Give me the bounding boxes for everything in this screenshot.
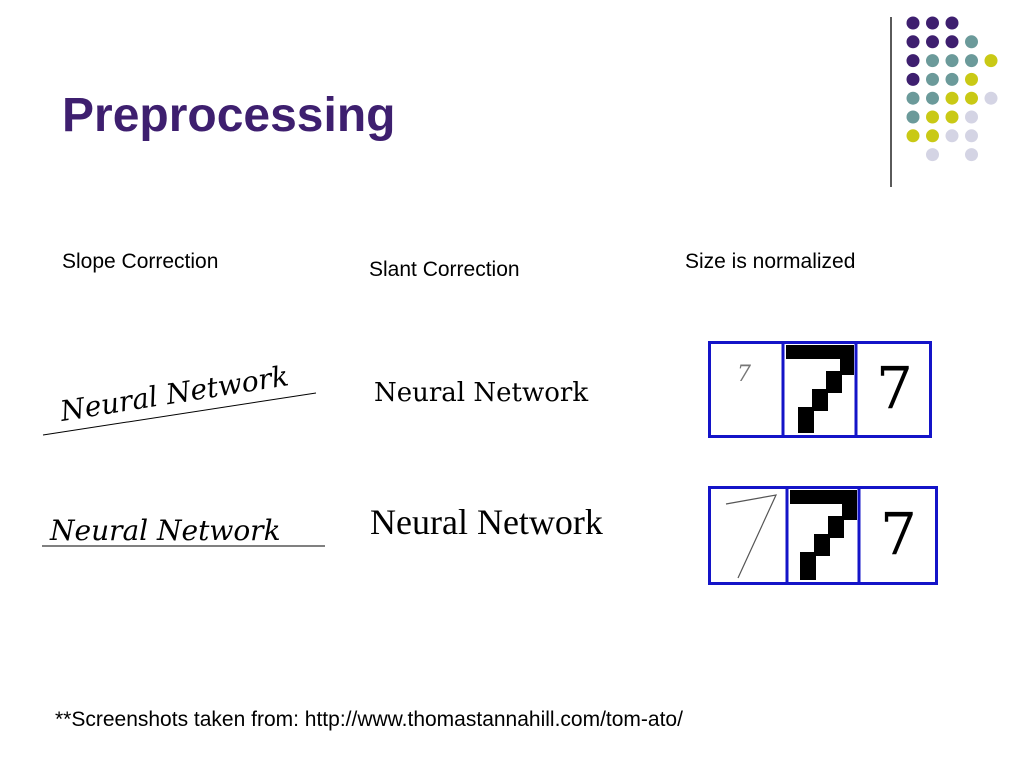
decorative-dot	[906, 91, 920, 105]
size-normalization-large-7: 7	[708, 486, 938, 585]
decorative-dot	[926, 129, 939, 143]
decorative-dot	[945, 54, 959, 68]
digit-small-original: 7	[737, 362, 751, 387]
decorative-dot	[906, 35, 920, 49]
decorative-dot	[965, 54, 978, 68]
digit-normalized: 7	[876, 354, 913, 422]
digit-pixel-grid	[790, 490, 857, 580]
handwriting-text-sloped: Neural Network	[57, 359, 291, 428]
handwriting-sloped-image: Neural Network	[42, 359, 317, 436]
decorative-dot	[945, 91, 959, 105]
decorative-dot	[984, 54, 998, 68]
handwriting-slope-corrected-image: Neural Network	[42, 514, 325, 547]
decorative-dot	[984, 91, 998, 105]
typed-neural-network: Neural Network	[370, 502, 603, 542]
decorative-dot	[965, 91, 978, 105]
decorative-dot	[965, 72, 978, 86]
decorative-dot	[965, 129, 978, 143]
digit-pixel-grid	[786, 345, 854, 433]
handwriting-text-slope-corrected: Neural Network	[49, 514, 281, 547]
size-normalization-small-7: 7 7	[708, 341, 932, 438]
decorative-dot	[945, 72, 959, 86]
decorative-dot	[965, 35, 978, 49]
digit-normalized: 7	[880, 500, 917, 568]
decorative-dot-grid	[906, 16, 998, 162]
decorative-dot	[926, 35, 939, 49]
slide-title: Preprocessing	[62, 89, 396, 142]
source-footnote: **Screenshots taken from: http://www.tho…	[55, 708, 683, 731]
decorative-dot	[906, 110, 920, 124]
slope-correction-label: Slope Correction	[62, 250, 219, 273]
decorative-dot	[926, 148, 939, 162]
decorative-dot	[945, 129, 959, 143]
decorative-dot	[926, 91, 939, 105]
decorative-dot	[906, 72, 920, 86]
handwriting-slant-corrected-image: Neural Network	[374, 378, 588, 408]
decorative-dot	[906, 54, 920, 68]
decorative-dot	[906, 129, 920, 143]
decorative-dot	[926, 72, 939, 86]
decorative-dot	[926, 110, 939, 124]
size-normalized-label: Size is normalized	[685, 250, 856, 273]
decorative-dot	[945, 35, 959, 49]
handwriting-text-slant-corrected: Neural Network	[374, 378, 588, 408]
decorative-dot	[945, 16, 959, 30]
decorative-dot	[965, 110, 978, 124]
decorative-dot	[965, 148, 978, 162]
decorative-dot	[945, 110, 959, 124]
decorative-dot	[926, 54, 939, 68]
decorative-divider	[890, 17, 892, 187]
decorative-dot	[926, 16, 939, 30]
decorative-dot	[906, 16, 920, 30]
slant-correction-label: Slant Correction	[369, 258, 520, 281]
